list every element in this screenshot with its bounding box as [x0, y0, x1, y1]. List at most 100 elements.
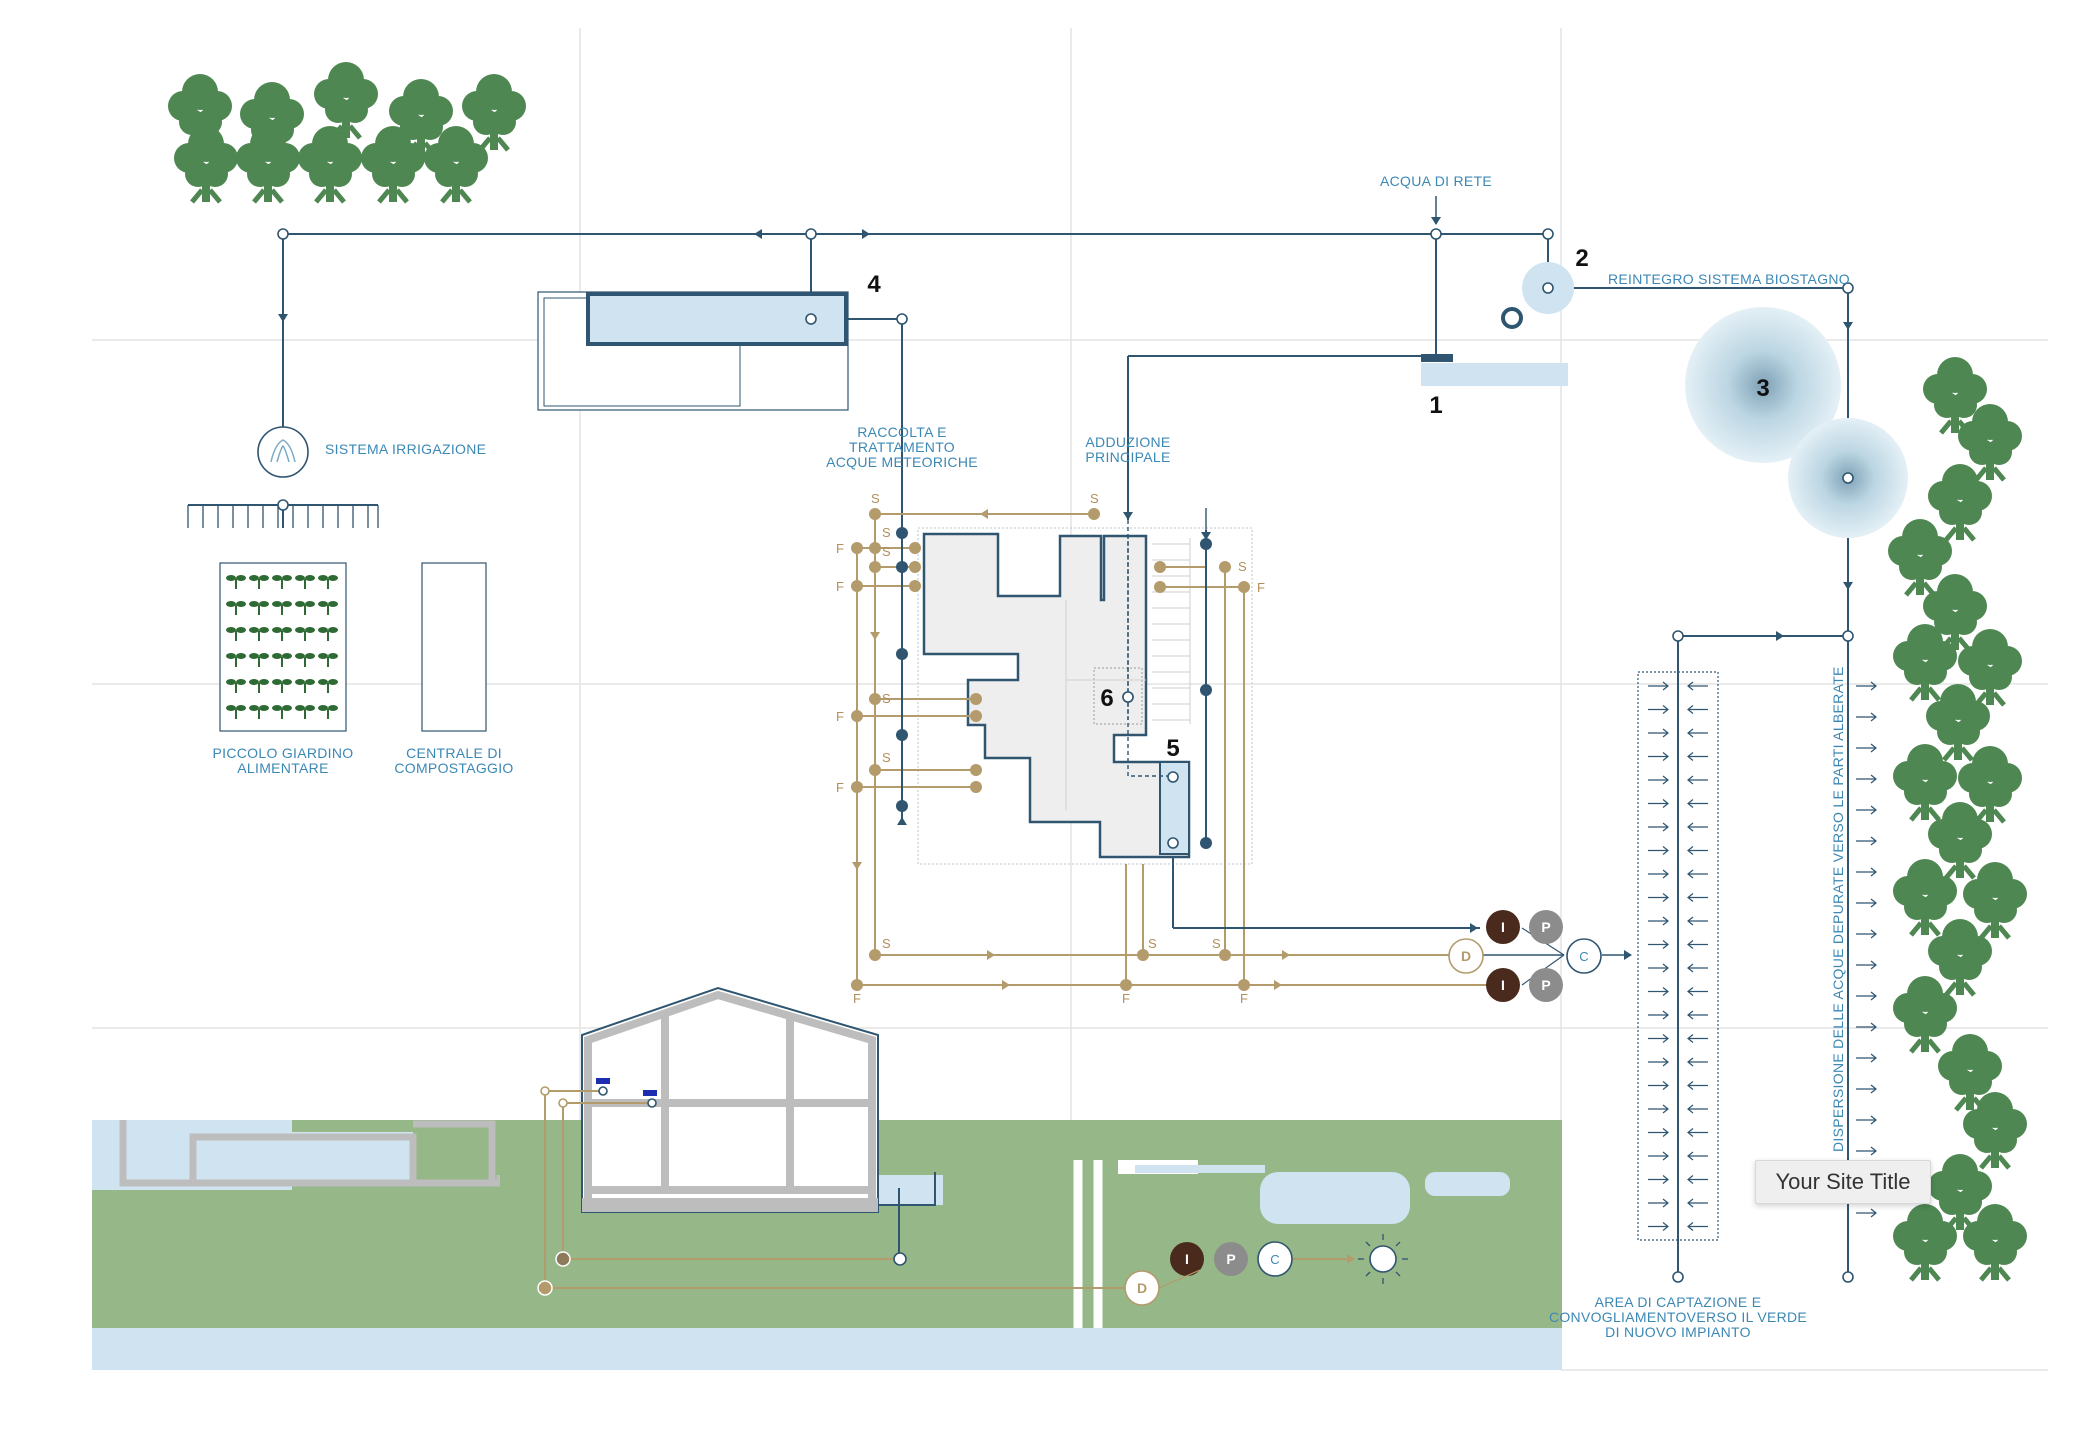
- node-D-1: D: [1448, 938, 1484, 974]
- ground-section: [92, 1120, 1562, 1370]
- arrow-icon: [1662, 916, 1669, 926]
- tan-node: [869, 561, 881, 573]
- arrow-icon: [1662, 869, 1669, 879]
- food-garden: [219, 562, 347, 732]
- arrow-icon: [1870, 1084, 1877, 1094]
- node-P-1: P: [1529, 910, 1563, 944]
- number-6: 6: [1100, 685, 1113, 712]
- label-dispersione: DISPERSIONE DELLE ACQUE DEPURATE VERSO L…: [1830, 666, 1846, 1152]
- tan-node: [1154, 561, 1166, 573]
- arrow-icon: [1662, 728, 1669, 738]
- tan-node: [851, 542, 863, 554]
- sf-letter: F: [836, 709, 844, 724]
- arrow-icon: [1662, 1128, 1669, 1137]
- arrow-icon: [1687, 1010, 1694, 1020]
- arrow-icon: [1687, 1222, 1694, 1231]
- sf-node-dots: [851, 508, 1250, 991]
- house-section: [581, 986, 879, 1213]
- tan-node: [1088, 508, 1100, 520]
- svg-text:P: P: [1541, 977, 1550, 993]
- tan-node: [909, 542, 921, 554]
- sf-letter: F: [853, 991, 861, 1006]
- sf-letter: S: [882, 544, 891, 559]
- arrow-icon: [1687, 799, 1694, 808]
- arrow-icon: [1662, 752, 1669, 761]
- arrow-icon: [1687, 1034, 1694, 1043]
- label-adduzione-2: PRINCIPALE: [1085, 449, 1170, 465]
- tan-node: [1120, 979, 1132, 991]
- label-giardino-2: ALIMENTARE: [237, 760, 328, 776]
- house-floor-plan: [917, 527, 1253, 865]
- arrow-icon: [1662, 1104, 1669, 1114]
- tan-pipe-network: [544, 513, 1487, 1289]
- sf-letter: F: [1122, 991, 1130, 1006]
- node-C-1: C: [1566, 938, 1602, 974]
- arrow-icon: [1687, 705, 1694, 714]
- svg-text:C: C: [1579, 949, 1588, 964]
- sf-letter: S: [871, 491, 880, 506]
- tan-node: [869, 508, 881, 520]
- arrow-icon: [1870, 743, 1877, 753]
- arrow-icon: [1870, 898, 1877, 908]
- tan-arrows: [852, 509, 1355, 1264]
- arrow-icon: [1687, 1151, 1694, 1161]
- label-area-3: DI NUOVO IMPIANTO: [1605, 1324, 1751, 1340]
- compost-box: [421, 562, 487, 732]
- sf-letter: S: [1212, 936, 1221, 951]
- node-6: [1122, 691, 1134, 703]
- arrow-icon: [1687, 963, 1694, 973]
- tan-node: [851, 580, 863, 592]
- tree-icon-group-top: [168, 62, 526, 202]
- node-C-3: C: [1257, 1241, 1293, 1277]
- tan-node: [869, 764, 881, 776]
- arrow-icon: [1662, 1010, 1669, 1020]
- arrow-icon: [1687, 987, 1694, 996]
- site-title-tooltip[interactable]: Your Site Title: [1755, 1160, 1931, 1204]
- sf-letter: S: [882, 691, 891, 706]
- arrow-icon: [1662, 1057, 1669, 1067]
- svg-text:D: D: [1137, 1280, 1147, 1296]
- tan-node: [537, 1280, 553, 1296]
- arrow-icon: [1870, 960, 1877, 970]
- tan-node: [1219, 561, 1231, 573]
- irrigation-drip-arrows: [187, 505, 379, 528]
- sf-letter: F: [836, 541, 844, 556]
- tree-icon-group-right: [1888, 357, 2027, 1280]
- arrow-icon: [1687, 846, 1694, 855]
- arrow-icon: [1662, 846, 1669, 855]
- tan-node: [869, 542, 881, 554]
- tan-node: [970, 710, 982, 722]
- tan-node: [851, 710, 863, 722]
- arrow-icon: [1870, 774, 1877, 784]
- arrow-icon: [1662, 940, 1669, 949]
- arrow-icon: [1870, 1146, 1877, 1156]
- arrow-icon: [1662, 799, 1669, 808]
- node-I-2: I: [1486, 968, 1520, 1002]
- arrow-icon: [1662, 822, 1669, 832]
- label-area-2: CONVOGLIAMENTOVERSO IL VERDE: [1549, 1309, 1807, 1325]
- svg-text:D: D: [1461, 948, 1471, 964]
- arrow-icon: [1870, 805, 1877, 815]
- number-4: 4: [867, 271, 881, 298]
- tan-node: [970, 693, 982, 705]
- arrow-icon: [1687, 728, 1694, 738]
- arrow-icon: [1687, 893, 1694, 902]
- arrow-icon: [1687, 775, 1694, 785]
- svg-text:I: I: [1501, 919, 1505, 935]
- label-raccolta-2: TRATTAMENTO: [849, 439, 955, 455]
- sf-letter: F: [836, 579, 844, 594]
- node-I-3: I: [1170, 1242, 1204, 1276]
- arrow-icon: [1662, 1081, 1669, 1090]
- arrow-icon: [1662, 893, 1669, 902]
- arrow-icon: [897, 817, 907, 825]
- tan-open-nodes: [540, 1086, 568, 1108]
- sf-letter: F: [1257, 580, 1265, 595]
- label-area-1: AREA DI CAPTAZIONE E: [1595, 1294, 1762, 1310]
- arrow-icon: [1662, 1034, 1669, 1043]
- arrow-icon: [1687, 916, 1694, 926]
- label-acqua-di-rete: ACQUA DI RETE: [1380, 173, 1492, 189]
- arrow-icon: [1662, 1151, 1669, 1161]
- arrow-icon: [1870, 867, 1877, 877]
- arrow-icon: [1662, 963, 1669, 973]
